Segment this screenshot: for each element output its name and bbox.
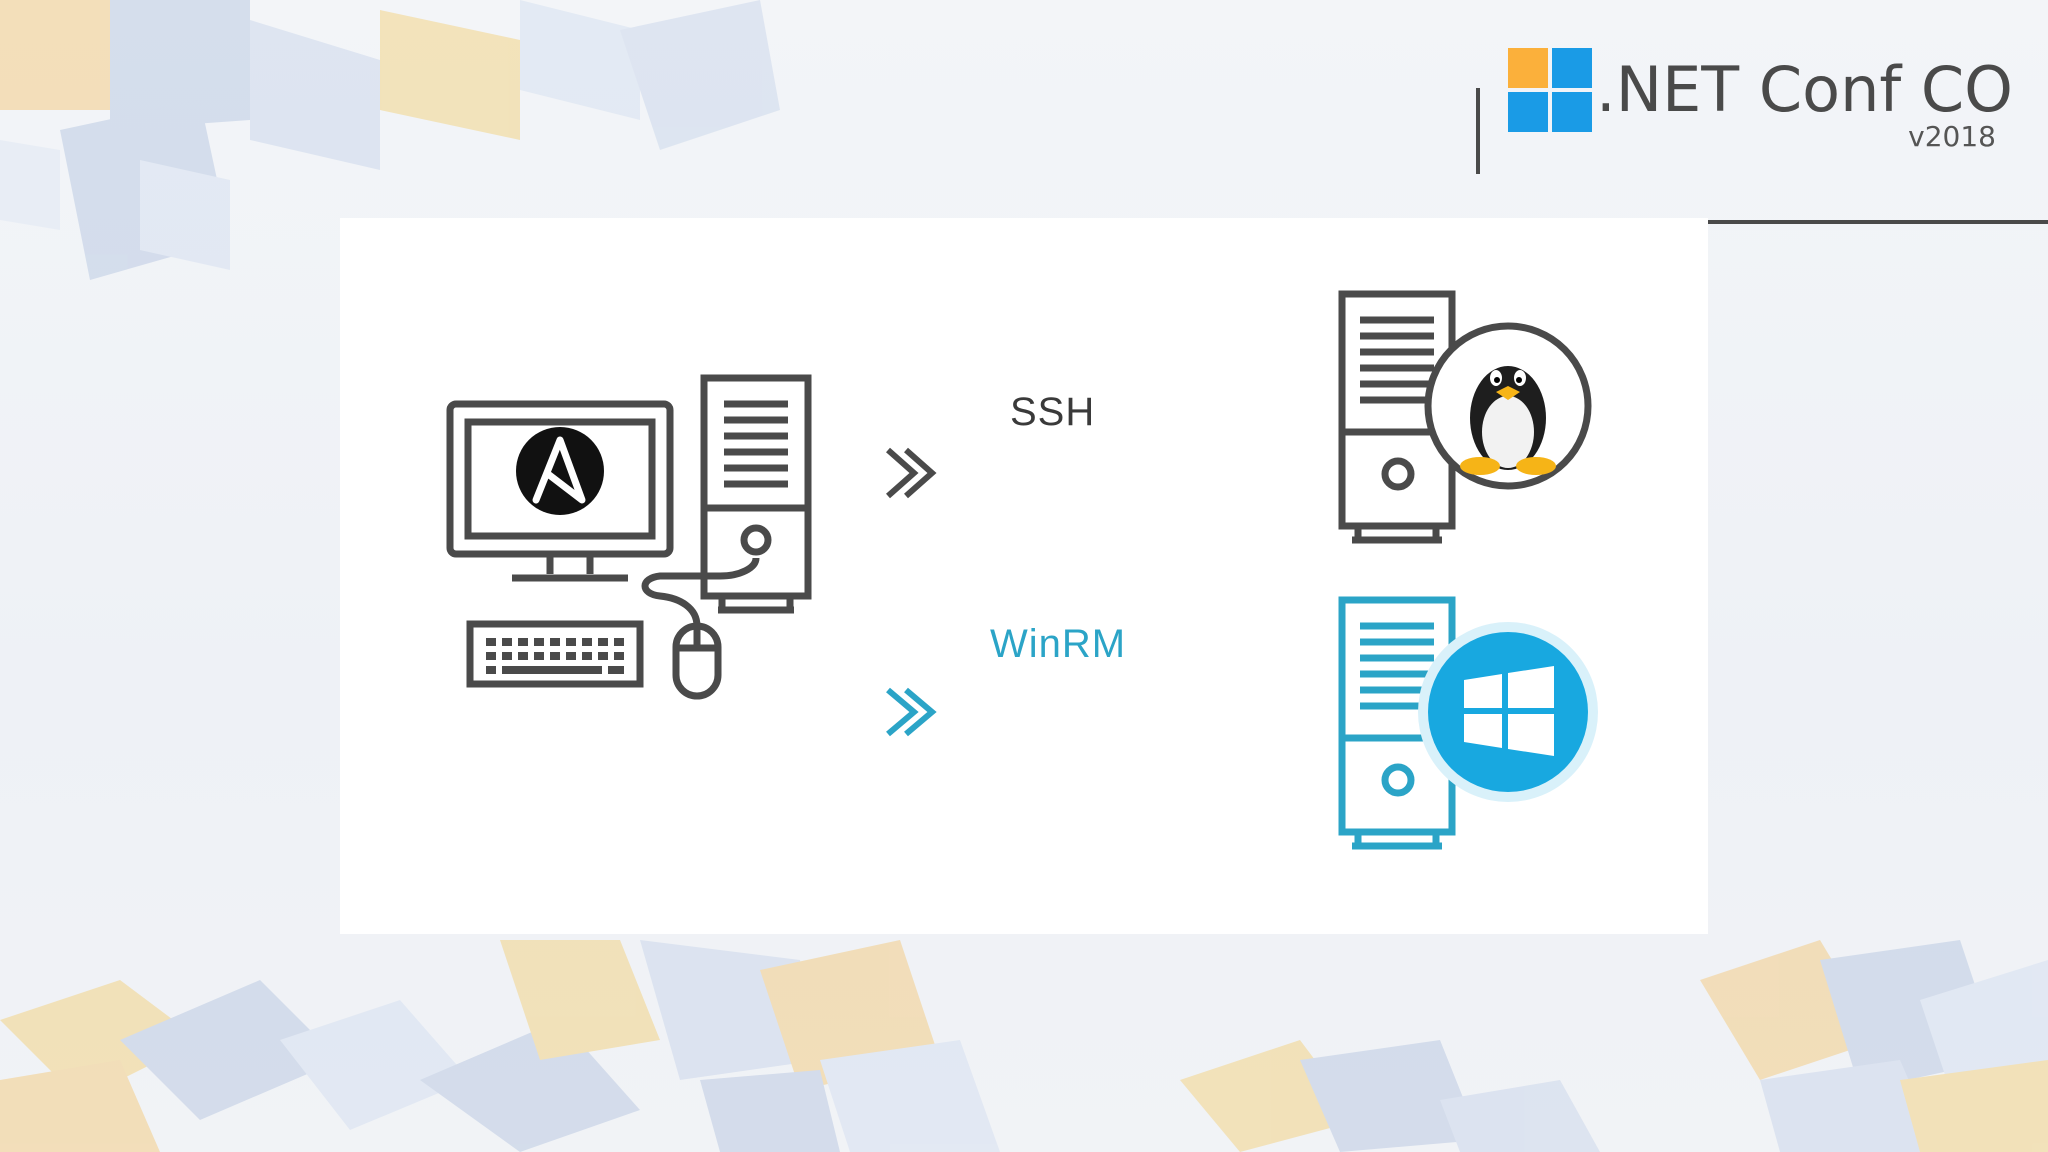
chevron-right-icon xyxy=(886,447,937,499)
winrm-label: WinRM xyxy=(990,622,1127,666)
windows-logo-icon xyxy=(1464,666,1554,756)
keyboard-keys xyxy=(486,638,624,674)
diagram-card: SSH WinRM xyxy=(340,218,1708,934)
ansible-logo-icon xyxy=(516,427,604,515)
connection-diagram xyxy=(446,290,1598,850)
computer-with-ansible-logo-icon xyxy=(446,374,812,700)
linux-server-icon xyxy=(1338,290,1592,544)
windows-server-icon xyxy=(1338,596,1598,850)
chevron-right-icon xyxy=(886,687,937,737)
brand-divider-horizontal xyxy=(1476,220,2048,224)
ssh-label: SSH xyxy=(1010,390,1096,434)
conference-title: .NET Conf CO xyxy=(1596,53,2013,126)
brand-divider-vertical xyxy=(1476,88,1480,174)
conference-version: v2018 xyxy=(1908,120,1996,153)
tux-penguin-icon xyxy=(1460,366,1556,475)
windows-logo-icon xyxy=(1508,48,1592,132)
conference-branding: .NET Conf CO v2018 xyxy=(1476,48,2048,224)
